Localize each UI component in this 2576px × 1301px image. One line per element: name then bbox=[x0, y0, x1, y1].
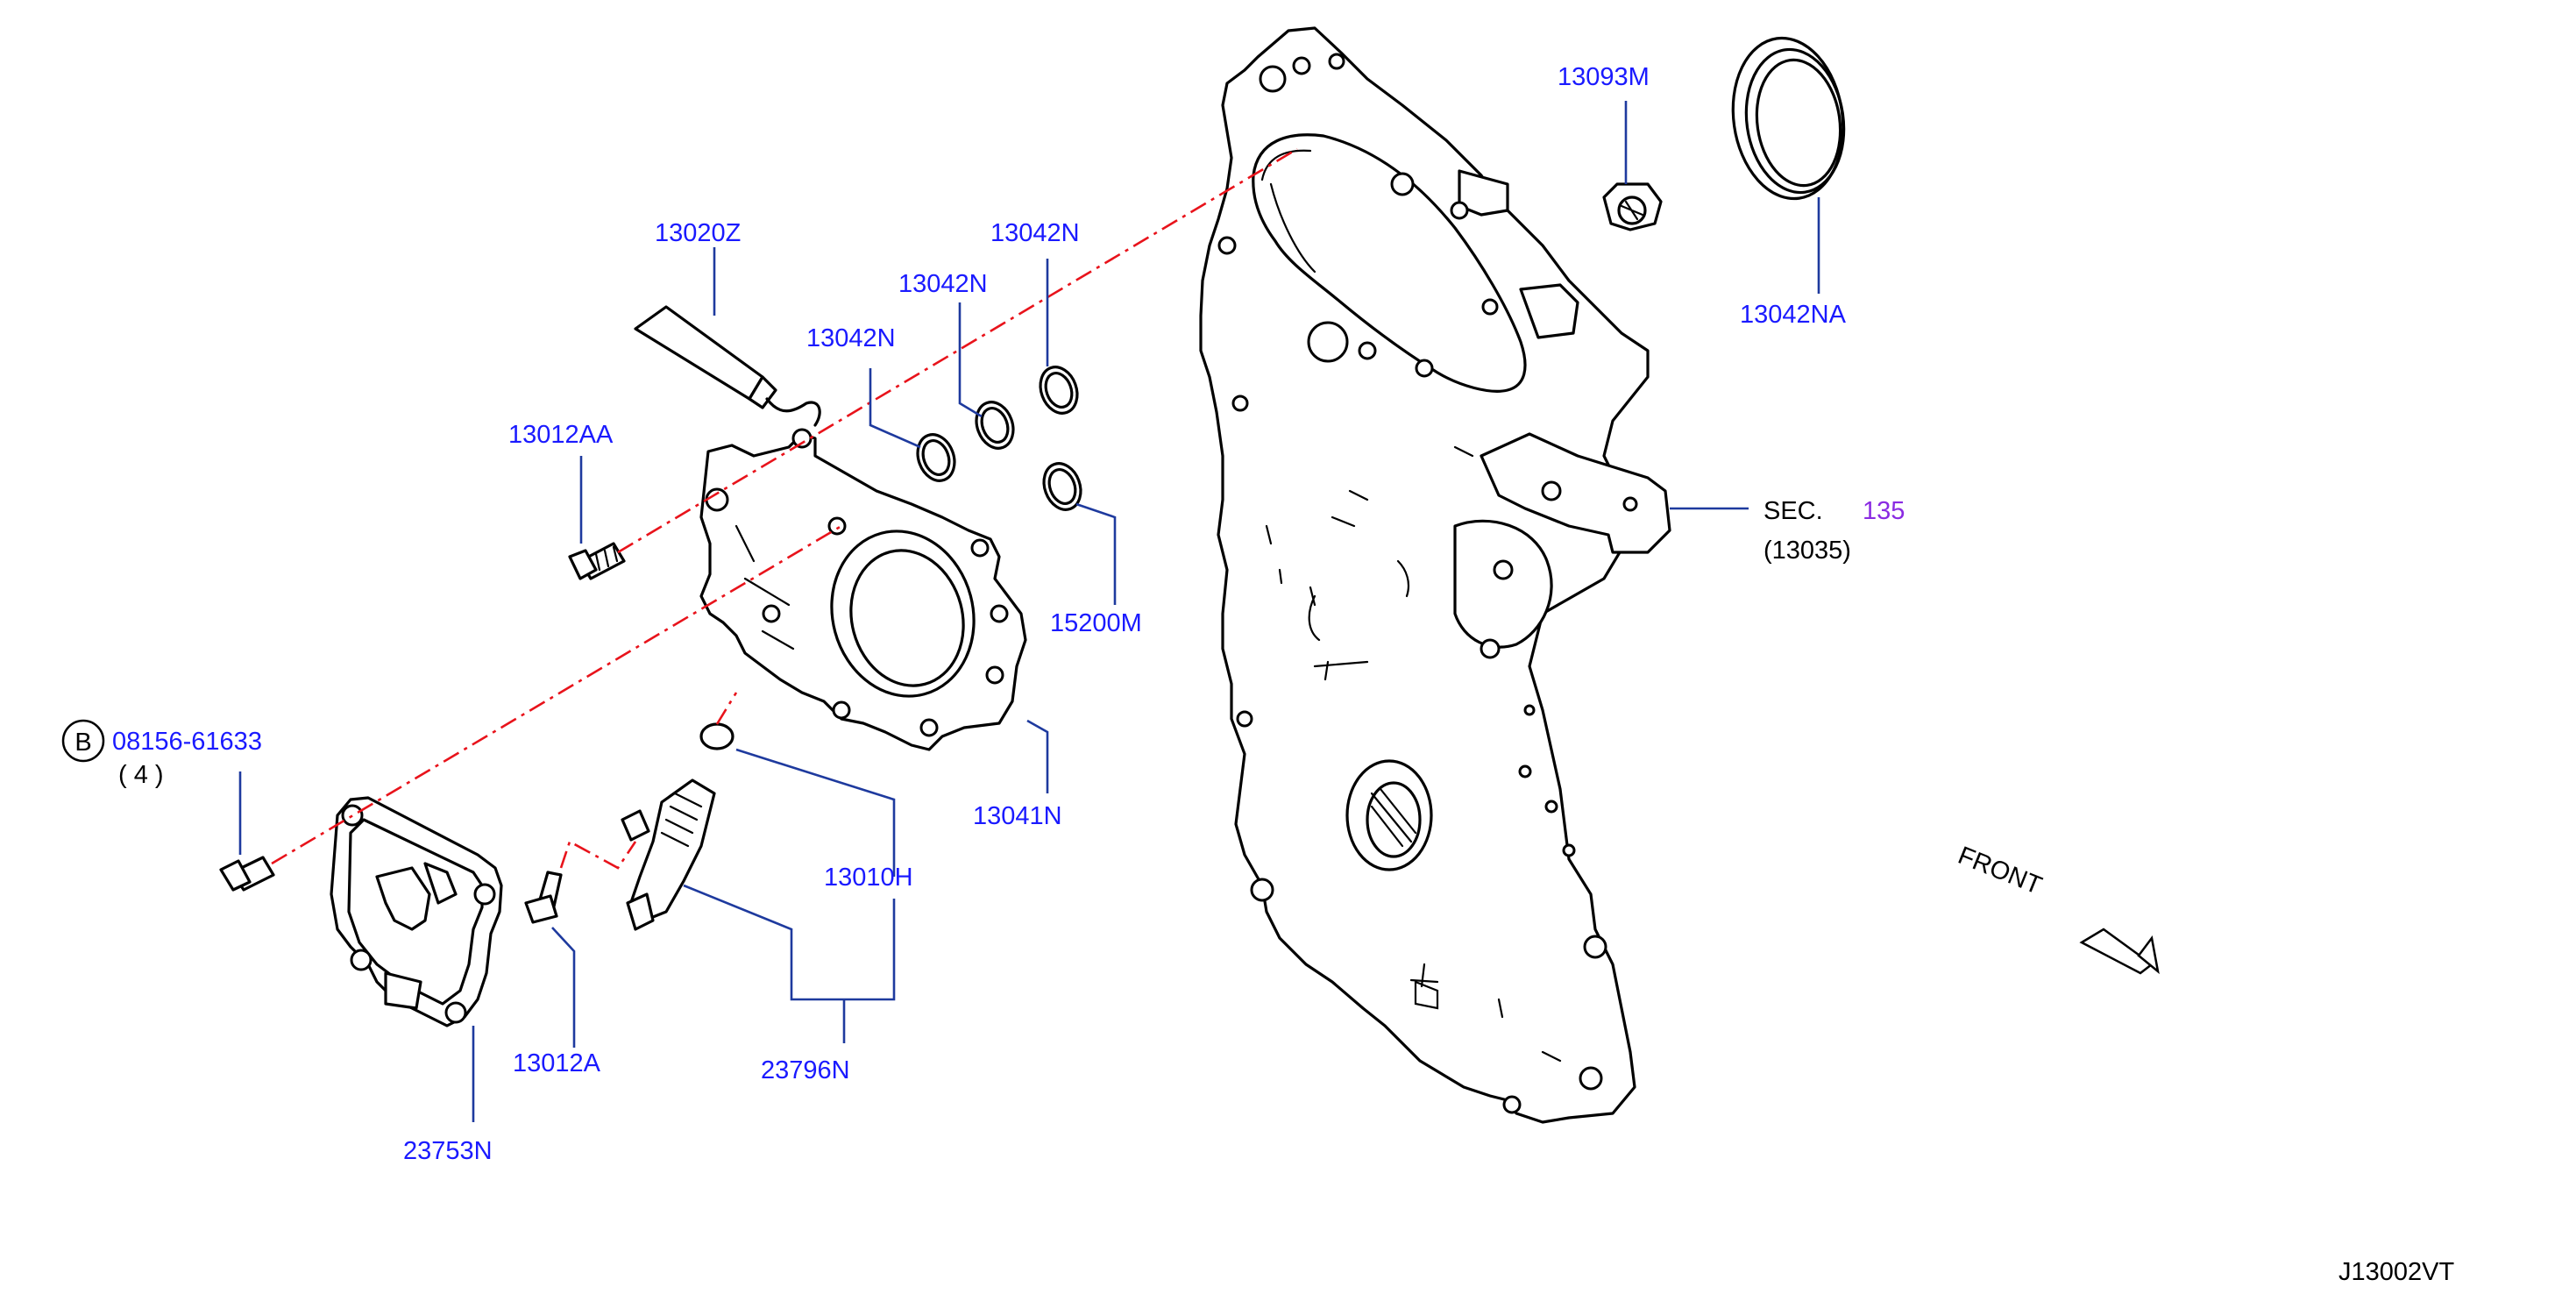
label-13041n[interactable]: 13041N bbox=[973, 802, 1062, 830]
label-13093m[interactable]: 13093M bbox=[1558, 63, 1650, 91]
label-23753n[interactable]: 23753N bbox=[403, 1137, 493, 1165]
bolt-08156 bbox=[219, 856, 275, 892]
section-number-link[interactable]: 135 bbox=[1863, 497, 1905, 525]
front-direction-indicator: FRONT bbox=[1954, 842, 2160, 975]
label-13020z[interactable]: 13020Z bbox=[655, 219, 741, 247]
front-arrow-icon bbox=[2079, 928, 2160, 975]
sealant-tube-13020z bbox=[634, 305, 821, 427]
label-13042n-a[interactable]: 13042N bbox=[806, 324, 896, 352]
seal-13042na bbox=[1731, 36, 1846, 201]
timing-chain-cover bbox=[1199, 26, 1671, 1124]
label-13012aa[interactable]: 13012AA bbox=[508, 421, 614, 449]
label-08156[interactable]: 08156-61633 bbox=[112, 728, 262, 756]
label-08156-qty: ( 4 ) bbox=[118, 761, 164, 789]
label-13042n-c[interactable]: 13042N bbox=[990, 219, 1080, 247]
bolt-symbol-b: B bbox=[61, 719, 105, 763]
diagram-code: J13002VT bbox=[2338, 1258, 2454, 1286]
o-rings bbox=[699, 366, 1082, 750]
label-13012a[interactable]: 13012A bbox=[513, 1049, 601, 1077]
bolt-13012a bbox=[524, 871, 563, 924]
plug-13093m bbox=[1602, 182, 1663, 231]
cover-23753n bbox=[330, 796, 503, 1027]
leader-lines bbox=[238, 101, 1820, 1122]
bolt-13012aa bbox=[568, 542, 626, 580]
label-23796n[interactable]: 23796N bbox=[761, 1056, 850, 1084]
section-sub: (13035) bbox=[1763, 537, 1851, 565]
solenoid-valve-23796n bbox=[621, 778, 716, 931]
label-15200m[interactable]: 15200M bbox=[1050, 609, 1142, 637]
svg-text:B: B bbox=[75, 729, 91, 757]
front-label: FRONT bbox=[1954, 842, 2046, 900]
label-13042n-b[interactable]: 13042N bbox=[898, 270, 988, 298]
oil-pump-housing bbox=[699, 428, 1027, 751]
label-13010h[interactable]: 13010H bbox=[824, 864, 913, 892]
label-13042na[interactable]: 13042NA bbox=[1740, 301, 1847, 329]
part-labels: 13020Z 13042N 13042N 13042N 13012AA 0815… bbox=[112, 63, 2454, 1286]
section-prefix: SEC. bbox=[1763, 497, 1823, 525]
center-lines bbox=[271, 147, 1298, 870]
